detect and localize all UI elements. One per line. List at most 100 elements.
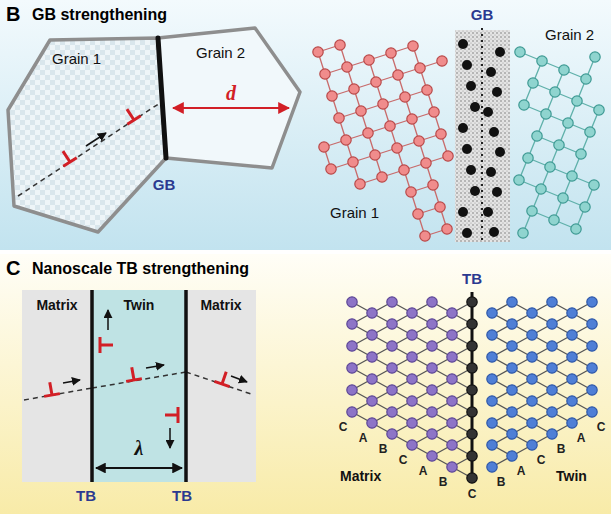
atom bbox=[443, 151, 453, 161]
atom bbox=[319, 142, 329, 152]
atomic-bond bbox=[318, 45, 340, 52]
atomic-bond bbox=[492, 423, 512, 434]
atomic-bond bbox=[368, 126, 390, 133]
atomic-bond bbox=[452, 401, 472, 412]
atom bbox=[447, 330, 457, 340]
atom bbox=[567, 374, 577, 384]
motion-arrow bbox=[231, 376, 247, 382]
atom bbox=[467, 407, 477, 417]
atomic-bond bbox=[572, 412, 592, 423]
atomic-bond bbox=[452, 467, 472, 478]
atomic-bond bbox=[432, 434, 452, 445]
atomic-bond bbox=[375, 148, 397, 155]
atomic-bond bbox=[383, 104, 390, 126]
atomic-bond bbox=[492, 379, 512, 390]
atomic-bond bbox=[412, 434, 432, 445]
boundary-label: TB bbox=[172, 487, 192, 504]
gb-atom bbox=[483, 207, 493, 217]
bond-lines bbox=[352, 302, 472, 478]
bond-lines bbox=[519, 52, 599, 233]
atomic-bond bbox=[383, 97, 405, 104]
atom bbox=[587, 319, 597, 329]
atomic-bond bbox=[572, 346, 592, 357]
atomic-bond bbox=[572, 324, 592, 335]
panel-band: BGB strengtheningGrain 1Grain 2 bbox=[0, 0, 611, 250]
atom bbox=[536, 184, 546, 194]
grain-region: Grain 1 bbox=[5, 35, 169, 235]
atomic-bond bbox=[404, 163, 426, 170]
atomic-bond bbox=[492, 434, 512, 445]
atomic-bond bbox=[492, 456, 512, 467]
atomic-bond bbox=[568, 123, 590, 132]
atomic-bond bbox=[372, 357, 392, 368]
atomic-bond bbox=[372, 302, 392, 313]
atom bbox=[587, 341, 597, 351]
atom bbox=[334, 113, 344, 123]
dislocation-symbol bbox=[165, 407, 178, 423]
atomic-bond bbox=[391, 46, 413, 53]
atomic-bond bbox=[577, 79, 586, 101]
atom bbox=[367, 352, 377, 362]
atomic-bond bbox=[418, 207, 440, 214]
dislocation-symbol bbox=[56, 147, 76, 167]
atom bbox=[554, 140, 564, 150]
atom bbox=[549, 215, 559, 225]
atomic-bond bbox=[352, 335, 372, 346]
atomic-bond bbox=[564, 70, 586, 79]
atomic-bond bbox=[405, 97, 412, 119]
atomic-bond bbox=[492, 335, 512, 346]
atomic-bond bbox=[572, 302, 592, 313]
atomic-bond bbox=[492, 302, 512, 313]
atomic-bond bbox=[452, 456, 472, 467]
motion-arrow bbox=[63, 380, 80, 383]
atom bbox=[527, 352, 537, 362]
atomic-bond bbox=[452, 379, 472, 390]
gb-atom bbox=[489, 227, 499, 237]
atom bbox=[527, 418, 537, 428]
atom bbox=[429, 107, 439, 117]
atom bbox=[370, 150, 380, 160]
atom bbox=[518, 228, 528, 238]
atom bbox=[532, 131, 542, 141]
gb-atom bbox=[458, 207, 468, 217]
atom bbox=[507, 451, 517, 461]
atomic-bond bbox=[492, 357, 512, 368]
atomic-bond bbox=[412, 313, 432, 324]
atomic-bond bbox=[441, 134, 448, 156]
atom bbox=[427, 407, 437, 417]
atom bbox=[427, 385, 437, 395]
panel-letter: B bbox=[6, 3, 20, 26]
atomic-bond bbox=[512, 434, 532, 445]
atomic-bond bbox=[524, 105, 546, 114]
atom bbox=[400, 92, 410, 102]
atomic-bond bbox=[492, 445, 512, 456]
atom bbox=[407, 352, 417, 362]
atomic-bond bbox=[392, 423, 412, 434]
twin-spacing-arrow bbox=[96, 467, 182, 469]
atom bbox=[580, 202, 590, 212]
atomic-bond bbox=[452, 412, 472, 423]
region-label: Matrix bbox=[36, 297, 77, 313]
atomic-bond bbox=[392, 390, 412, 401]
atomic-bond bbox=[533, 61, 542, 83]
atom bbox=[415, 63, 425, 73]
atomic-bond bbox=[452, 368, 472, 379]
slip-plane bbox=[24, 388, 92, 400]
atom bbox=[407, 114, 417, 124]
atomic-bond bbox=[432, 423, 452, 434]
atomic-bond bbox=[559, 145, 581, 154]
gb-atom bbox=[495, 147, 505, 157]
atom bbox=[547, 297, 557, 307]
atoms bbox=[347, 297, 477, 483]
atom bbox=[587, 363, 597, 373]
atom bbox=[590, 52, 600, 62]
stacking-letter: C bbox=[537, 453, 546, 467]
atomic-bond bbox=[352, 379, 372, 390]
gb-atom bbox=[486, 167, 496, 177]
motion-arrow bbox=[169, 428, 171, 448]
atomic-bond bbox=[552, 390, 572, 401]
atomic-bond bbox=[552, 423, 572, 434]
region-label: Matrix bbox=[340, 468, 381, 484]
stacking-letter: A bbox=[517, 464, 526, 478]
atomic-bond bbox=[541, 167, 550, 189]
